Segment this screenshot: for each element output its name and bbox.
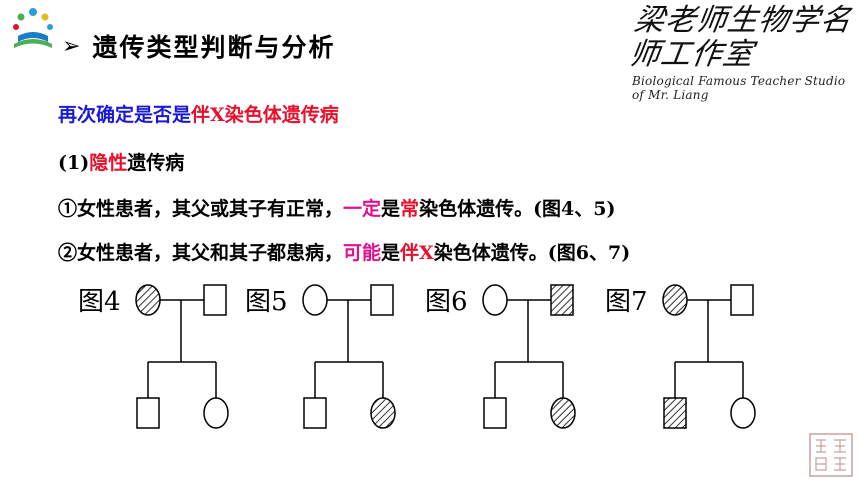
line-recessive: (1)隐性遗传病 <box>58 148 184 175</box>
line4-part-a: ②女性患者，其父和其子都患病， <box>58 242 344 264</box>
mother-symbol <box>662 284 688 316</box>
pedigree-label: 图4 <box>78 287 121 317</box>
pedigree-label: 图7 <box>605 287 648 317</box>
pedigree-charts: 图4 图5 图6 图7 <box>78 284 756 429</box>
son-symbol <box>483 397 507 429</box>
mother-symbol <box>482 284 508 316</box>
line2-part-b: 隐性 <box>89 152 128 174</box>
line4-part-e: 染色体遗传。(图6、7) <box>433 242 631 264</box>
pedigree-7: 图7 <box>605 284 756 429</box>
line-confirm: 再次确定是否是伴X染色体遗传病 <box>58 100 339 127</box>
father-symbol <box>203 284 227 316</box>
line4-part-d: 伴X <box>400 242 434 264</box>
father-symbol <box>730 284 754 316</box>
triangle-right-icon: ➢ <box>62 33 81 59</box>
studio-brand: 梁老师生物学名师工作室 Biological Famous Teacher St… <box>627 3 858 102</box>
pedigree-4: 图4 <box>78 284 229 429</box>
father-symbol <box>550 284 574 316</box>
line1-part-b: 伴X染色体遗传病 <box>191 104 339 126</box>
title-row: ➢ 遗传类型判断与分析 <box>62 28 335 64</box>
line3-part-a: ①女性患者，其父或其子有正常， <box>58 198 344 220</box>
line-rule-2: ②女性患者，其父和其子都患病，可能是伴X染色体遗传。(图6、7) <box>58 238 630 265</box>
pedigree-label: 图6 <box>425 287 468 317</box>
daughter-symbol <box>730 397 756 429</box>
page-title: 遗传类型判断与分析 <box>92 33 336 62</box>
mother-symbol <box>302 284 328 316</box>
son-symbol <box>136 397 160 429</box>
pedigree-label: 图5 <box>245 287 288 317</box>
daughter-symbol <box>370 397 396 429</box>
brand-chinese: 梁老师生物学名师工作室 <box>627 3 854 72</box>
line4-part-b: 可能 <box>343 242 382 264</box>
brand-english: Biological Famous Teacher Studio of Mr. … <box>632 74 846 102</box>
pedigree-6: 图6 <box>425 284 576 429</box>
line3-part-e: 染色体遗传。(图4、5) <box>419 198 616 220</box>
seal-stamp-icon <box>809 433 853 477</box>
son-symbol <box>663 397 687 429</box>
line3-part-d: 常 <box>400 198 420 220</box>
line3-part-c: 是 <box>381 198 401 220</box>
line1-part-a: 再次确定是否是 <box>58 104 192 126</box>
father-symbol <box>370 284 394 316</box>
son-symbol <box>303 397 327 429</box>
daughter-symbol <box>203 397 229 429</box>
school-logo-icon <box>13 8 53 48</box>
line4-part-c: 是 <box>381 242 401 264</box>
daughter-symbol <box>550 397 576 429</box>
line3-part-b: 一定 <box>343 198 382 220</box>
line2-part-c: 遗传病 <box>127 152 185 174</box>
mother-symbol <box>135 284 161 316</box>
line2-part-a: (1) <box>58 152 90 174</box>
line-rule-1: ①女性患者，其父或其子有正常，一定是常染色体遗传。(图4、5) <box>58 194 615 221</box>
pedigree-5: 图5 <box>245 284 396 429</box>
